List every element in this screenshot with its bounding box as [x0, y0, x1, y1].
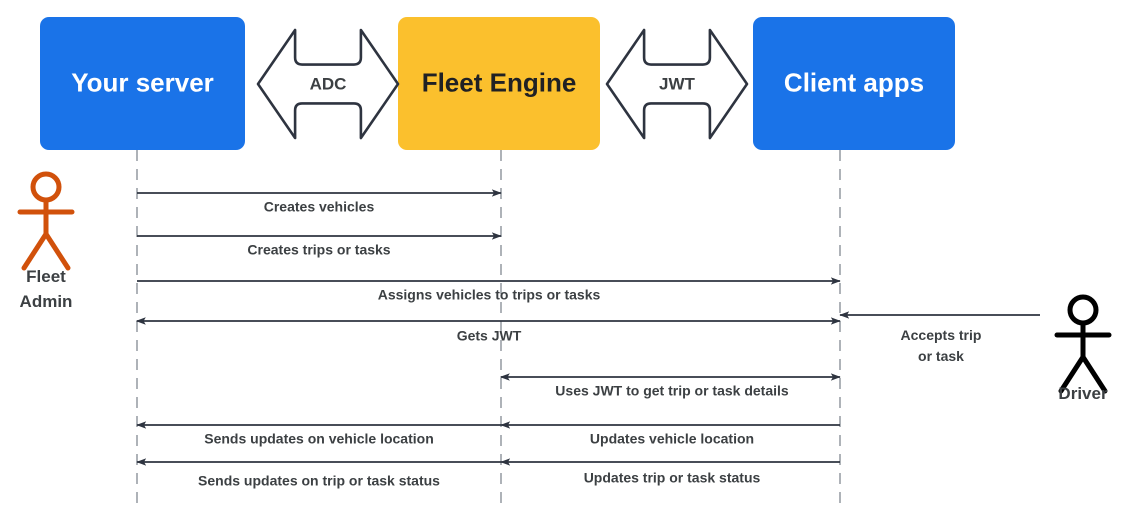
participants-layer: Your server Fleet Engine Client apps [40, 17, 955, 150]
participant-box-client-apps[interactable] [753, 17, 955, 150]
participant-client-apps[interactable]: Client apps [753, 17, 955, 150]
message-label-creates-trips-tasks: Creates trips or tasks [247, 242, 390, 258]
channel-arrow-adc [256, 28, 400, 140]
actor-label-driver: Driver [1058, 384, 1108, 403]
message-updates-trip-status: Updates trip or task status [500, 458, 840, 486]
actor-head-fleet-admin [30, 171, 62, 203]
message-label-uses-jwt-details: Uses JWT to get trip or task details [555, 383, 789, 399]
message-label-creates-vehicles: Creates vehicles [264, 199, 375, 215]
message-creates-vehicles: Creates vehicles [137, 189, 502, 215]
message-sends-updates-status: Sends updates on trip or task status [136, 458, 501, 489]
message-label-assigns-vehicles: Assigns vehicles to trips or tasks [378, 287, 601, 303]
actor-driver: Driver [1054, 294, 1112, 403]
participant-fleet-engine[interactable]: Fleet Engine [398, 17, 600, 150]
channel-adc: ADC [256, 28, 400, 140]
channel-jwt: JWT [605, 28, 749, 140]
message-creates-trips-tasks: Creates trips or tasks [137, 232, 502, 258]
participant-label-client-apps: Client apps [784, 67, 924, 97]
message-gets-jwt: Gets JWT [135, 317, 841, 344]
channel-label-jwt: JWT [659, 74, 696, 93]
message-assigns-vehicles: Assigns vehicles to trips or tasks [137, 277, 841, 303]
channels-layer: ADC JWT [256, 28, 749, 140]
message-label-gets-jwt: Gets JWT [457, 328, 522, 344]
message-uses-jwt-details: Uses JWT to get trip or task details [499, 373, 841, 399]
message-label-sends-updates-status: Sends updates on trip or task status [198, 473, 440, 489]
message-label-sends-updates-location: Sends updates on vehicle location [204, 431, 434, 447]
participant-box-your-server[interactable] [40, 17, 245, 150]
participant-label-your-server: Your server [71, 67, 214, 97]
actor-leg-left-fleet-admin [21, 231, 49, 271]
participant-your-server[interactable]: Your server [40, 17, 245, 150]
channel-label-adc: ADC [310, 74, 347, 93]
actor-leg-right-driver [1080, 354, 1108, 394]
actor-head-driver [1067, 294, 1099, 326]
message-label-updates-vehicle-location: Updates vehicle location [590, 431, 754, 447]
participant-label-fleet-engine: Fleet Engine [422, 67, 577, 97]
channel-arrow-jwt [605, 28, 749, 140]
message-label-updates-trip-status: Updates trip or task status [584, 470, 761, 486]
actor-leg-right-fleet-admin [43, 231, 71, 271]
message-updates-vehicle-location: Updates vehicle location [500, 421, 840, 447]
lifelines-layer [136, 150, 841, 505]
participant-box-fleet-engine[interactable] [398, 17, 600, 150]
actor-leg-left-driver [1058, 354, 1086, 394]
message-sends-updates-location: Sends updates on vehicle location [136, 421, 501, 447]
